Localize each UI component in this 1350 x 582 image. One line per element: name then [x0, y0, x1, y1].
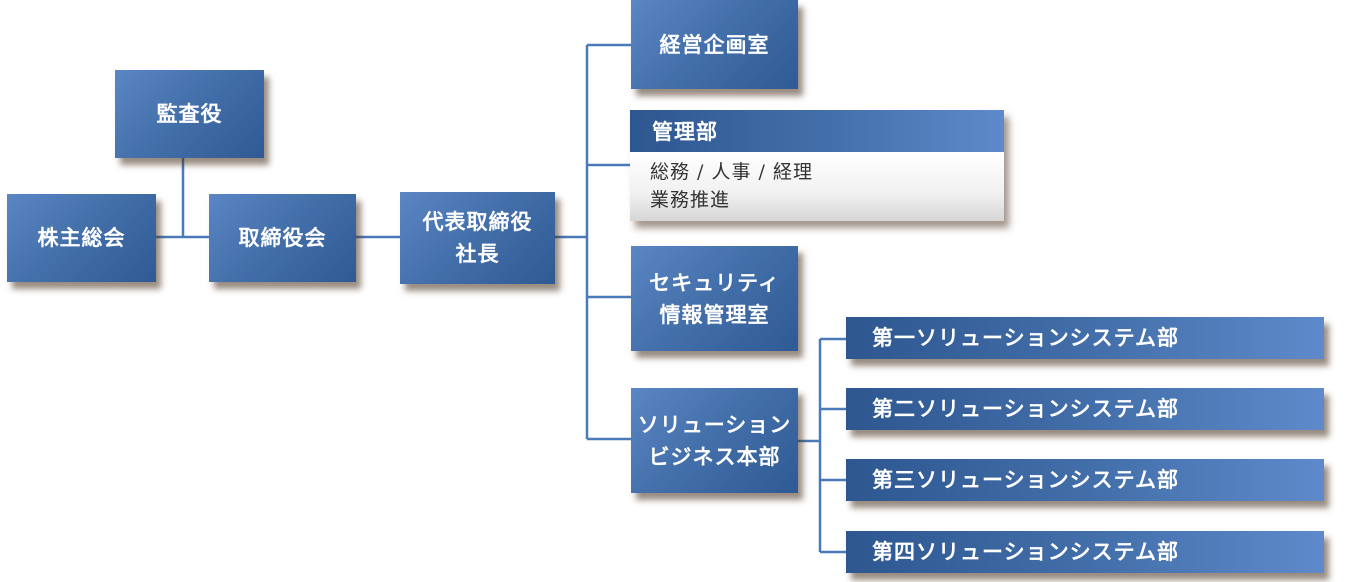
solution-division-label-line1: ソリューション	[637, 411, 792, 437]
ceo-box: 代表取締役 社長	[400, 192, 555, 284]
security-office-label-line2: 情報管理室	[659, 301, 770, 327]
management-department-details: 総務 / 人事 / 経理 業務推進	[630, 152, 1004, 221]
department-2-box: 第二ソリューションシステム部	[846, 388, 1324, 430]
shareholders-meeting-label: 株主総会	[37, 225, 126, 250]
department-1-label: 第一ソリューションシステム部	[872, 325, 1179, 350]
ceo-role-label: 社長	[455, 241, 500, 266]
department-4-label: 第四ソリューションシステム部	[872, 539, 1179, 564]
auditor-box: 監査役	[115, 70, 264, 158]
management-item-business-promotion: 業務推進	[650, 189, 731, 211]
department-3-box: 第三ソリューションシステム部	[846, 459, 1324, 501]
shareholders-meeting-box: 株主総会	[7, 194, 156, 282]
ceo-title-label: 代表取締役	[422, 209, 533, 234]
department-3-label: 第三ソリューションシステム部	[872, 467, 1179, 492]
management-department-panel: 管理部 総務 / 人事 / 経理 業務推進	[630, 110, 1004, 221]
planning-office-label: 経営企画室	[659, 31, 770, 57]
management-item-general-affairs: 総務 / 人事 / 経理	[650, 161, 813, 183]
board-of-directors-box: 取締役会	[209, 194, 356, 282]
department-1-box: 第一ソリューションシステム部	[846, 317, 1324, 359]
security-office-label-line1: セキュリティ	[649, 269, 780, 295]
planning-office-box: 経営企画室	[631, 0, 798, 89]
management-department-header: 管理部	[630, 110, 1004, 152]
solution-business-division-box: ソリューション ビジネス本部	[631, 388, 798, 493]
department-2-label: 第二ソリューションシステム部	[872, 396, 1179, 421]
department-4-box: 第四ソリューションシステム部	[846, 531, 1324, 573]
security-office-box: セキュリティ 情報管理室	[631, 246, 798, 351]
board-of-directors-label: 取締役会	[238, 225, 327, 250]
solution-division-label-line2: ビジネス本部	[648, 443, 781, 469]
auditor-label: 監査役	[156, 101, 223, 126]
management-department-label: 管理部	[652, 119, 718, 144]
